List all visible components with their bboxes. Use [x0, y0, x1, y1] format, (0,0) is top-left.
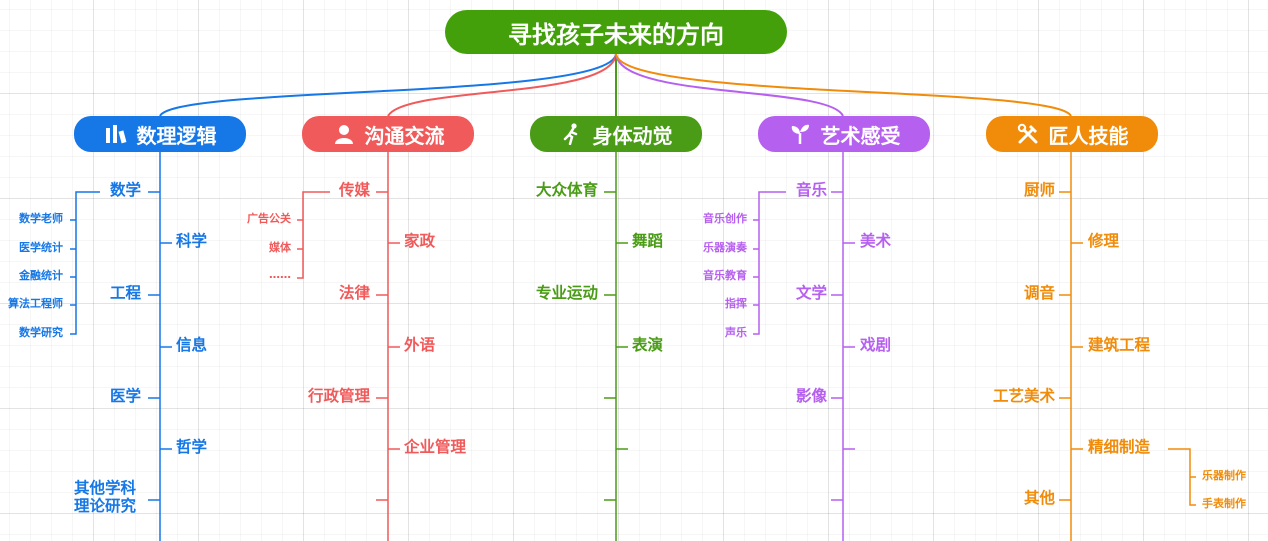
topic-item[interactable]: 数学: [109, 181, 141, 199]
category-art-perception[interactable]: 艺术感受: [758, 116, 930, 152]
topic-item[interactable]: 医学: [109, 387, 141, 405]
subtopic-item[interactable]: 数学老师: [19, 212, 63, 225]
person-icon: [332, 122, 356, 146]
subtopic-item[interactable]: 声乐: [725, 326, 747, 339]
category-label: 身体动觉: [592, 123, 673, 148]
topic-item[interactable]: 传媒: [338, 181, 370, 199]
subtopic-item[interactable]: 金融统计: [19, 269, 63, 282]
category-math-logic[interactable]: 数理逻辑: [74, 116, 246, 152]
category-communication[interactable]: 沟通交流: [302, 116, 474, 152]
topic-item[interactable]: 企业管理: [404, 438, 467, 456]
subtopic-item[interactable]: 手表制作: [1202, 497, 1246, 510]
subtopic-item[interactable]: 媒体: [269, 241, 291, 254]
topic-item[interactable]: 其他: [1023, 489, 1055, 507]
topic-item[interactable]: 信息: [176, 336, 208, 354]
topic-item[interactable]: 影像: [795, 387, 827, 405]
topic-item[interactable]: 工艺美术: [992, 387, 1055, 405]
category-body-kinesthetic[interactable]: 身体动觉: [530, 116, 702, 152]
topic-item[interactable]: 精细制造: [1088, 438, 1151, 456]
category-label: 匠人技能: [1048, 123, 1129, 148]
category-label: 沟通交流: [364, 123, 445, 148]
topic-item[interactable]: 戏剧: [860, 336, 892, 354]
topic-item[interactable]: 音乐: [795, 181, 827, 199]
category-label: 艺术感受: [820, 123, 901, 148]
subtopic-item[interactable]: 算法工程师: [8, 297, 63, 310]
runner-icon: [560, 122, 584, 146]
topic-item[interactable]: 工程: [109, 284, 141, 302]
subtopic-item[interactable]: ……: [269, 268, 291, 281]
subtopic-item[interactable]: 指挥: [725, 297, 747, 310]
root-topic[interactable]: 寻找孩子未来的方向: [445, 10, 787, 54]
topic-item[interactable]: 外语: [404, 336, 436, 354]
subtopic-item[interactable]: 音乐创作: [703, 212, 747, 225]
subtopic-item[interactable]: 乐器演奏: [703, 241, 747, 254]
category-craft-skills[interactable]: 匠人技能: [986, 116, 1158, 152]
topic-item[interactable]: 大众体育: [535, 181, 598, 199]
category-label: 数理逻辑: [136, 123, 217, 148]
topic-item[interactable]: 美术: [860, 232, 892, 250]
topic-item[interactable]: 舞蹈: [632, 232, 664, 250]
topic-item[interactable]: 科学: [176, 232, 208, 250]
topic-item[interactable]: 建筑工程: [1088, 336, 1151, 354]
topic-item[interactable]: 专业运动: [535, 284, 598, 302]
topic-item[interactable]: 厨师: [1023, 181, 1055, 199]
tools-icon: [1016, 122, 1040, 146]
topic-item[interactable]: 家政: [404, 232, 436, 250]
topic-item[interactable]: 其他学科 理论研究: [74, 479, 137, 515]
subtopic-item[interactable]: 乐器制作: [1202, 469, 1246, 482]
subtopic-item[interactable]: 数学研究: [19, 326, 63, 339]
topic-item[interactable]: 行政管理: [307, 387, 370, 405]
root-topic-label: 寻找孩子未来的方向: [508, 20, 724, 49]
topic-item[interactable]: 法律: [338, 284, 370, 302]
subtopic-item[interactable]: 音乐教育: [703, 269, 747, 282]
topic-item[interactable]: 修理: [1088, 232, 1120, 250]
subtopic-item[interactable]: 广告公关: [247, 212, 291, 225]
sprout-icon: [788, 122, 812, 146]
subtopic-item[interactable]: 医学统计: [19, 241, 63, 254]
topic-item[interactable]: 文学: [795, 284, 827, 302]
topic-item[interactable]: 哲学: [176, 438, 208, 456]
chart-icon: [104, 122, 128, 146]
topic-item[interactable]: 表演: [632, 336, 664, 354]
topic-item[interactable]: 调音: [1023, 284, 1055, 302]
